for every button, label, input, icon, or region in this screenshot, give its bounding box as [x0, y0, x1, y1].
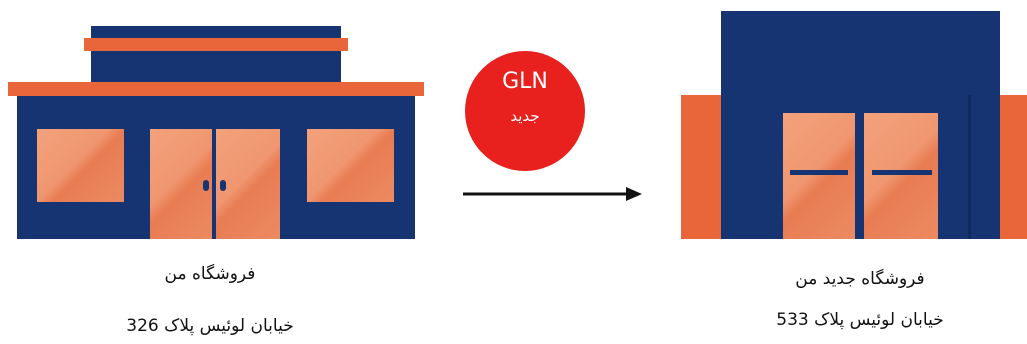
- old-store-roof-trim: [8, 82, 424, 96]
- new-store-left-wing: [681, 95, 721, 239]
- new-store-name: فروشگاه جدید من: [795, 269, 925, 289]
- new-store-door-bar-right: [872, 170, 932, 175]
- old-store-door-handle-left: [203, 180, 209, 191]
- new-store-pillar: [968, 95, 971, 239]
- new-store-right-wing: [1000, 95, 1027, 239]
- old-store-upper-trim: [84, 38, 348, 51]
- new-store-door-left: [783, 113, 855, 239]
- old-store-top-block: [91, 26, 341, 83]
- badge-gln-label: GLN: [502, 69, 548, 94]
- old-store-left-window: [37, 129, 124, 202]
- badge-new-label: جدید: [510, 107, 540, 125]
- old-store-door-right: [216, 129, 280, 239]
- old-store-door-left: [150, 129, 212, 239]
- old-store-door-handle-right: [220, 180, 226, 191]
- old-store-address: خیابان لوئیس پلاک 326: [126, 316, 294, 336]
- new-gln-badge: GLN جدید: [465, 51, 585, 171]
- transition-arrow: [463, 187, 642, 201]
- old-store-name: فروشگاه من: [164, 264, 256, 284]
- new-store-body: [721, 11, 1000, 239]
- new-store-door-right: [864, 113, 938, 239]
- new-store-address: خیابان لوئیس پلاک 533: [776, 310, 944, 330]
- new-store-door-bar-left: [790, 170, 848, 175]
- old-store-right-window: [307, 129, 394, 202]
